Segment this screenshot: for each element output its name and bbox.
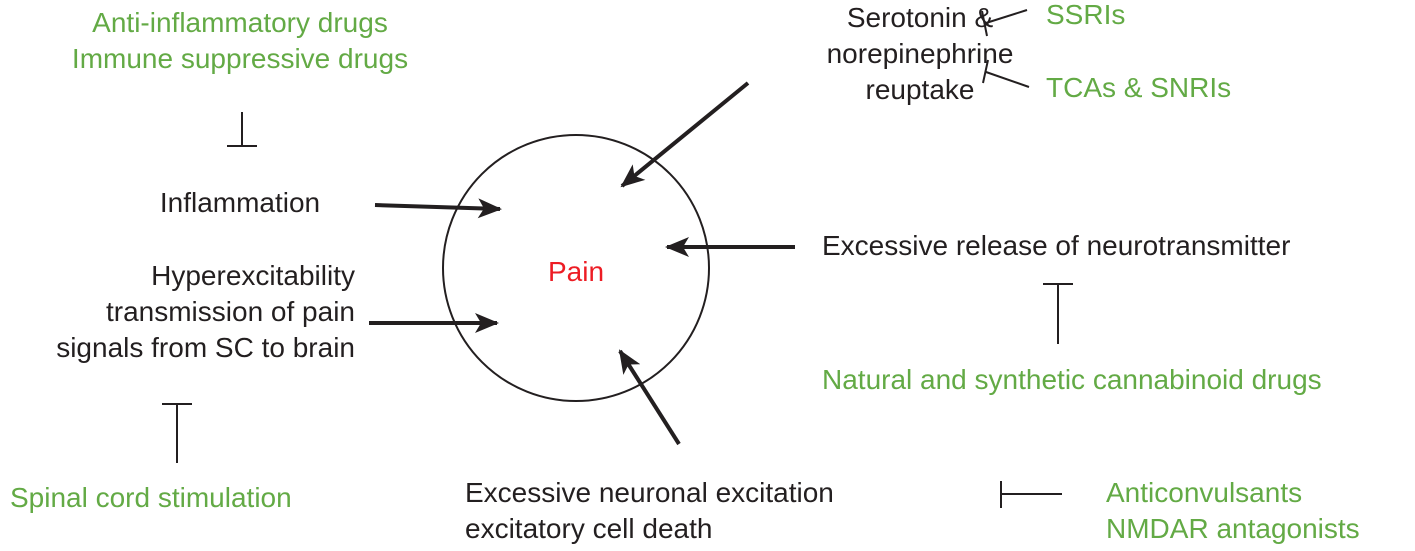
treatment-anticonvulsant-line-2: NMDAR antagonists [1106, 513, 1360, 544]
mechanism-excitation-line-2: excitatory cell death [465, 513, 713, 544]
inhibit-anti-inflammatory [227, 112, 257, 147]
mechanism-hyperexcitability-line-2: transmission of pain [105, 296, 355, 327]
treatment-tca: TCAs & SNRIs [1046, 70, 1231, 106]
treatment-spinal-cord-line: Spinal cord stimulation [10, 482, 292, 513]
inhibit-anticonvulsant [1000, 481, 1062, 508]
treatment-anti-inflammatory: Anti-inflammatory drugs Immune suppressi… [0, 5, 480, 77]
mechanism-inflammation: Inflammation [120, 185, 360, 221]
mechanism-excitation-line-1: Excessive neuronal excitation [465, 477, 834, 508]
treatment-anti-inflammatory-line-2: Immune suppressive drugs [71, 43, 409, 74]
pain-circle [442, 134, 710, 402]
arrow-excitation-to-pain [618, 349, 681, 446]
mechanism-hyperexcitability-line-1: Hyperexcitability [151, 260, 355, 291]
mechanism-reuptake: Serotonin & norepinephrine reuptake [780, 0, 1060, 108]
treatment-tca-line: TCAs & SNRIs [1046, 72, 1232, 103]
treatment-cannabinoid-line: Natural and synthetic cannabinoid drugs [822, 364, 1322, 395]
treatment-ssri-line: SSRIs [1046, 0, 1126, 30]
mechanism-neurotransmitter: Excessive release of neurotransmitter [822, 228, 1290, 264]
mechanism-hyperexcitability: Hyperexcitability transmission of pain s… [0, 258, 355, 366]
arrow-reuptake-to-pain [620, 81, 750, 188]
mechanism-reuptake-line-3: reuptake [865, 74, 975, 105]
mechanism-inflammation-line: Inflammation [159, 187, 321, 218]
mechanism-reuptake-line-1: Serotonin & [846, 2, 994, 33]
pain-label: Pain [547, 256, 605, 287]
inhibit-tca [982, 59, 1030, 88]
treatment-ssri: SSRIs [1046, 0, 1125, 33]
mechanism-neurotransmitter-line: Excessive release of neurotransmitter [822, 230, 1291, 261]
inhibit-cannabinoid [1043, 283, 1073, 344]
treatment-spinal-cord: Spinal cord stimulation [10, 480, 292, 516]
mechanism-reuptake-line-2: norepinephrine [826, 38, 1014, 69]
treatment-anti-inflammatory-line-1: Anti-inflammatory drugs [92, 7, 388, 38]
inhibit-spinal-cord [162, 403, 192, 463]
mechanism-excitation: Excessive neuronal excitation excitatory… [465, 475, 834, 547]
treatment-cannabinoid: Natural and synthetic cannabinoid drugs [822, 362, 1322, 398]
treatment-anticonvulsant-line-1: Anticonvulsants [1106, 477, 1303, 508]
arrow-inflammation-to-pain [374, 198, 502, 219]
inhibit-ssri [981, 9, 1028, 37]
treatment-anticonvulsant: Anticonvulsants NMDAR antagonists [1106, 475, 1360, 547]
mechanism-hyperexcitability-line-3: signals from SC to brain [56, 332, 355, 363]
